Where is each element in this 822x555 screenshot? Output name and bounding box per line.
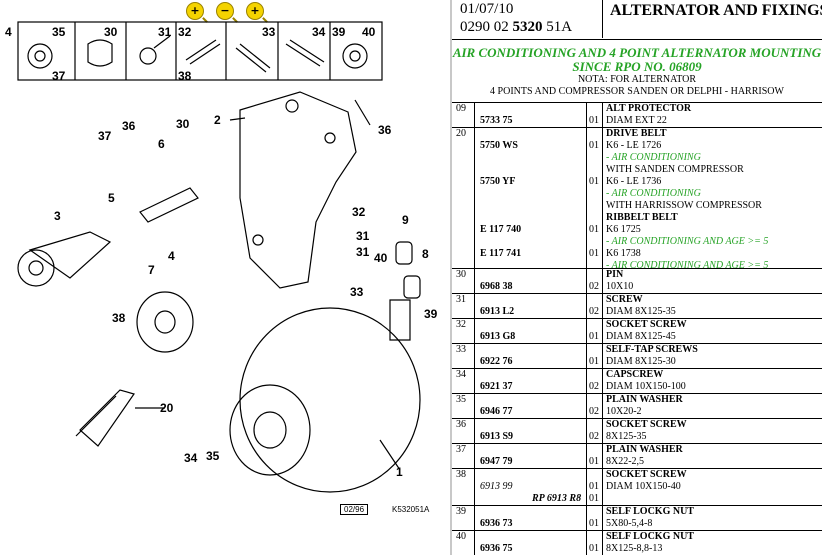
alternator-exploded-diagram [17, 21, 421, 493]
callout-39b: 39 [424, 307, 438, 321]
zoom-toolbar: + − + [186, 2, 268, 23]
callout-40: 40 [362, 25, 376, 39]
callout-36b: 36 [122, 119, 136, 133]
callout-8: 8 [422, 247, 429, 261]
diagram-drawing-code: K532051A [392, 505, 430, 514]
table-row[interactable]: 40 6936 75 01 SELF LOCKG NUT 8X125-8,8-1… [452, 530, 822, 555]
mounting-bracket [239, 91, 357, 289]
callout-38: 38 [178, 69, 192, 83]
callout-5: 5 [108, 191, 115, 205]
callout-4: 4 [5, 25, 12, 39]
callout-9: 9 [402, 213, 409, 227]
pane-splitter[interactable] [450, 0, 452, 555]
table-row[interactable]: 37 6947 79 01 PLAIN WASHER 8X22-2,5 [452, 443, 822, 468]
table-row[interactable]: 09 5733 75 01 ALT PROTECTOR DIAM EXT 22 [452, 102, 822, 127]
callout-30: 30 [104, 25, 118, 39]
callout-39: 39 [332, 25, 346, 39]
callout-32: 32 [178, 25, 192, 39]
table-row[interactable]: 20 DRIVE BELT 5750 WS 01 K6 - LE 1726 - … [452, 127, 822, 271]
callout-37b: 37 [98, 129, 112, 143]
zoom-pan-icon[interactable]: + [246, 2, 268, 23]
callout-30b: 30 [176, 117, 190, 131]
callout-32b: 32 [352, 205, 366, 219]
section-note: NOTA: FOR ALTERNATOR [577, 74, 697, 85]
diagram-pane[interactable]: + − + [0, 0, 452, 555]
section-subtitle: SINCE RPO NO. 06809 [572, 59, 702, 74]
callout-36: 36 [378, 123, 392, 137]
callout-20: 20 [160, 401, 174, 415]
callout-35b: 35 [206, 449, 220, 463]
callout-38b: 38 [112, 311, 126, 325]
callout-34b: 34 [184, 451, 198, 465]
page-title: ALTERNATOR AND FIXINGS [610, 2, 822, 19]
table-row[interactable]: 39 6936 73 01 SELF LOCKG NUT 5X80-5,4-8 [452, 505, 822, 530]
callout-31: 31 [158, 25, 172, 39]
table-row[interactable]: 35 6946 77 02 PLAIN WASHER 10X20-2 [452, 393, 822, 418]
callout-4b: 4 [168, 249, 175, 263]
table-row[interactable]: 36 6913 S9 02 SOCKET SCREW 8X125-35 [452, 418, 822, 443]
parts-list-pane[interactable]: 01/07/10 0290 02 5320 51A ALTERNATOR AND… [452, 0, 822, 555]
table-row[interactable]: 32 6913 G8 01 SOCKET SCREW DIAM 8X125-45 [452, 318, 822, 343]
diagram-date-code: 02/96 [340, 504, 369, 515]
callout-7: 7 [148, 263, 155, 277]
callout-33: 33 [262, 25, 276, 39]
section-title: AIR CONDITIONING AND 4 POINT ALTERNATOR … [452, 45, 822, 60]
callout-6: 6 [158, 137, 165, 151]
section-note-2: 4 POINTS AND COMPRESSOR SANDEN OR DELPHI… [490, 86, 784, 97]
callout-35: 35 [52, 25, 66, 39]
callout-1: 1 [396, 465, 403, 479]
callout-37: 37 [52, 69, 66, 83]
table-row[interactable]: 31 6913 L2 02 SCREW DIAM 8X125-35 [452, 293, 822, 318]
zoom-out-icon[interactable]: − [216, 2, 238, 23]
callout-2: 2 [214, 113, 221, 127]
zoom-in-icon[interactable]: + [186, 2, 208, 23]
table-row[interactable]: 34 6921 37 02 CAPSCREW DIAM 10X150-100 [452, 368, 822, 393]
callout-34: 34 [312, 25, 326, 39]
callout-33b: 33 [350, 285, 364, 299]
catalog-date: 01/07/10 [460, 1, 514, 17]
table-row[interactable]: 33 6922 76 01 SELF-TAP SCREWS DIAM 8X125… [452, 343, 822, 368]
callout-31c: 31 [356, 245, 370, 259]
catalog-reference: 0290 02 5320 51A [460, 19, 573, 35]
table-row[interactable]: 30 6968 38 02 PIN 10X10 [452, 268, 822, 293]
parts-legend-box [17, 21, 383, 81]
callout-3: 3 [54, 209, 61, 223]
callout-40b: 40 [374, 251, 388, 265]
callout-31b: 31 [356, 229, 370, 243]
table-row[interactable]: 38 SOCKET SCREW 6913 99 01 DIAM 10X150-4… [452, 468, 822, 505]
